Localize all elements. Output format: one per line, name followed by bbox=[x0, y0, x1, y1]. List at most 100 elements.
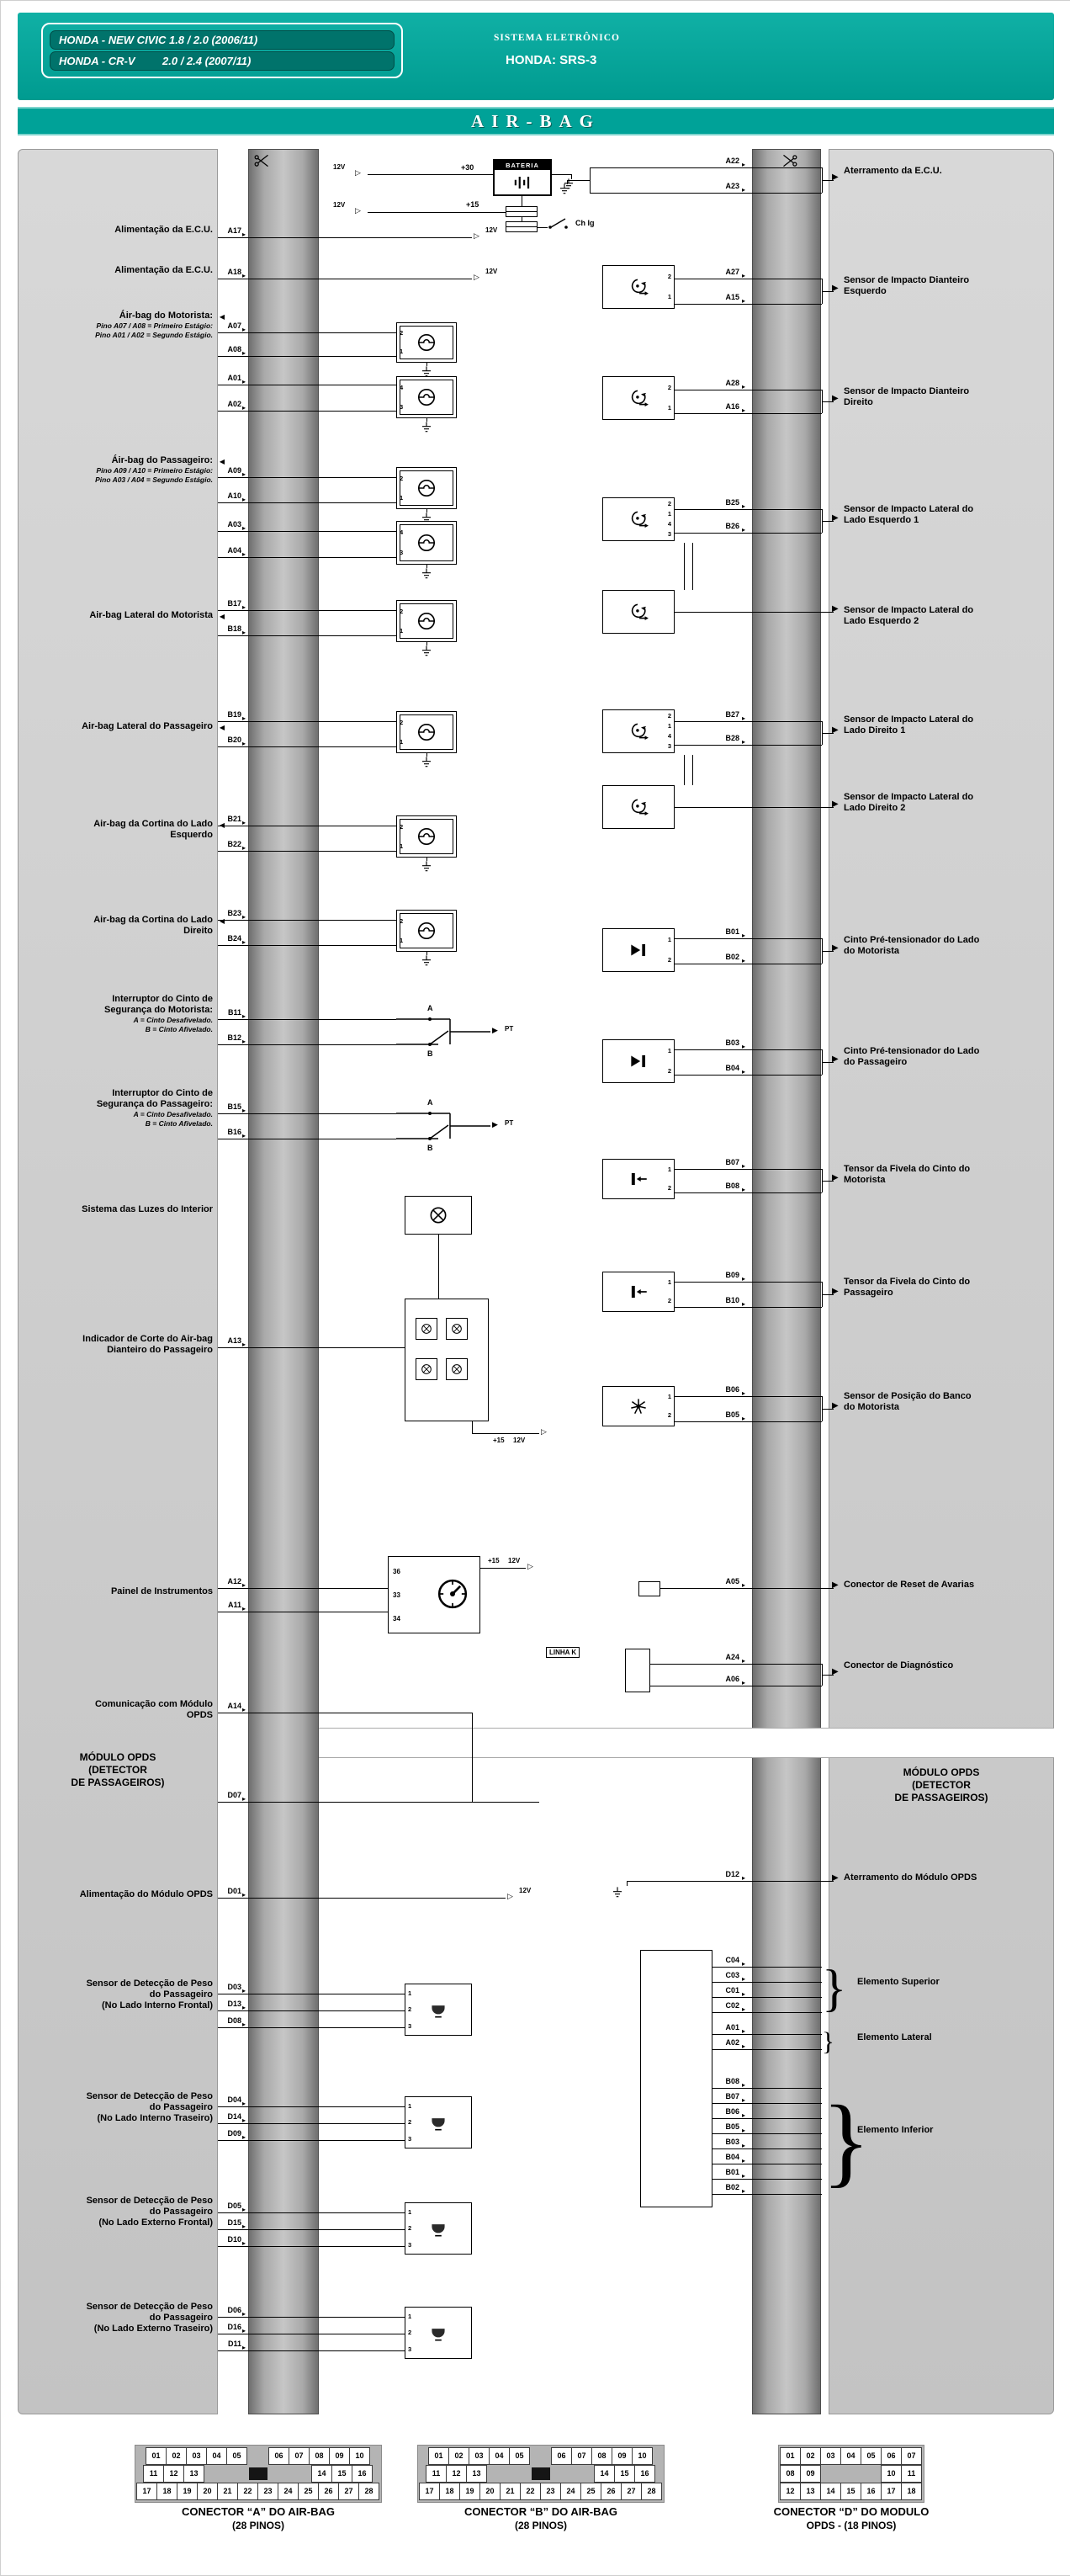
wire bbox=[822, 951, 834, 953]
pin-code: B09 bbox=[725, 1271, 739, 1279]
pin-code: D10 bbox=[227, 2235, 241, 2244]
label-line: Sistema das Luzes do Interior bbox=[82, 1204, 213, 1214]
wire bbox=[472, 1433, 539, 1435]
scissors-icon bbox=[781, 152, 798, 169]
pin-cell: 06 bbox=[551, 2447, 572, 2465]
panel-arrow-icon: ◀ bbox=[219, 917, 225, 925]
label-line: Lado Direito 1 bbox=[844, 725, 906, 736]
wire bbox=[712, 2118, 822, 2120]
wire bbox=[675, 304, 822, 305]
label-line: do Motorista bbox=[844, 1402, 899, 1412]
pin-connector-icon: ▸ bbox=[242, 496, 246, 503]
pin-code: B05 bbox=[725, 2122, 739, 2131]
pin-code: B03 bbox=[725, 2138, 739, 2146]
left-row-label: Air-bag Lateral do Motorista◀ bbox=[23, 610, 225, 621]
system-name: HONDA: SRS-3 bbox=[506, 53, 597, 67]
pin-cell: 04 bbox=[206, 2447, 227, 2465]
wire bbox=[472, 1421, 474, 1433]
label-line: Cinto Pré-tensionador do Lado bbox=[844, 935, 980, 945]
pin-cell: 10 bbox=[349, 2447, 370, 2465]
pin-code: B06 bbox=[725, 1385, 739, 1394]
label-line: Esquerdo bbox=[170, 830, 213, 840]
label-line: (DETECTOR bbox=[88, 1764, 147, 1776]
pin-connector-icon: ▸ bbox=[242, 2133, 246, 2141]
label-line: do Passageiro bbox=[149, 2102, 213, 2112]
pin-connector-icon: ▸ bbox=[742, 1068, 746, 1076]
label-line: Sensor de Impacto Lateral do bbox=[844, 605, 974, 615]
wire bbox=[627, 1881, 822, 1883]
pin-code: D03 bbox=[227, 1983, 241, 1991]
scissors-icon bbox=[253, 152, 270, 169]
wire bbox=[675, 1282, 822, 1283]
label-line: Air-bag da Cortina do Lado bbox=[93, 819, 213, 829]
wire-arrow-icon: ▷ bbox=[541, 1427, 547, 1436]
pin-code: B01 bbox=[725, 2168, 739, 2176]
squib-inner-frame bbox=[400, 524, 453, 561]
wire bbox=[567, 180, 590, 182]
label-line: do Passageiro bbox=[149, 1989, 213, 2000]
lamp-icon bbox=[405, 1197, 471, 1234]
pin-connector-icon: ▸ bbox=[742, 1975, 746, 1983]
label-line: Direito bbox=[844, 397, 873, 407]
wire bbox=[218, 2027, 405, 2029]
label-line: Sensor de Posição do Banco bbox=[844, 1391, 972, 1401]
voltage-label: 12V bbox=[485, 268, 499, 275]
wire bbox=[218, 557, 396, 559]
plus15-label: +15 bbox=[465, 200, 480, 209]
pin-cell: 10 bbox=[632, 2447, 653, 2465]
wgt-icon bbox=[405, 1984, 471, 2035]
wire bbox=[590, 193, 822, 194]
pin-connector-icon: ▸ bbox=[242, 1987, 246, 1994]
voltage-label: 12V bbox=[512, 1437, 527, 1444]
ground-icon bbox=[420, 954, 433, 968]
wire bbox=[712, 2179, 822, 2180]
pin-code: D07 bbox=[227, 1791, 241, 1799]
pin-code: B07 bbox=[725, 2092, 739, 2101]
wire bbox=[692, 755, 694, 785]
label-line: Elemento Inferior bbox=[857, 2125, 934, 2135]
pin-cell: 13 bbox=[183, 2465, 204, 2483]
pin-code: B02 bbox=[725, 2183, 739, 2191]
wire bbox=[218, 2010, 405, 2012]
pin-cell: 07 bbox=[901, 2447, 922, 2465]
label-line: Air-bag Lateral do Motorista bbox=[89, 610, 213, 620]
wire-arrow-icon: ▶ bbox=[832, 1173, 839, 1182]
ignition-label: Ch Ig bbox=[575, 219, 596, 227]
panel-arrow-icon: ◀ bbox=[220, 821, 225, 829]
label-line: Cinto Pré-tensionador do Lado bbox=[844, 1046, 980, 1056]
label-line: do Motorista bbox=[844, 946, 899, 956]
pin-connector-icon: ▸ bbox=[742, 1657, 746, 1665]
group-brace-icon: } bbox=[822, 2026, 834, 2056]
wire bbox=[218, 1588, 388, 1590]
pin-cell: 17 bbox=[419, 2483, 440, 2500]
pin-connector-icon: ▸ bbox=[242, 1341, 246, 1348]
left-row-label: Air-bag Lateral do Passageiro◀ bbox=[23, 721, 225, 732]
pin-cell: 09 bbox=[612, 2447, 633, 2465]
wire bbox=[426, 858, 428, 861]
seatbelt-switch-driver-icon bbox=[396, 1017, 490, 1046]
wire bbox=[822, 401, 834, 403]
wire bbox=[712, 2012, 822, 2014]
voltage-label: 12V bbox=[332, 163, 347, 171]
label-line: A = Cinto Desafivelado. bbox=[133, 1016, 213, 1024]
wire-arrow-icon: ▶ bbox=[832, 1667, 839, 1676]
wire-arrow-icon: ▶ bbox=[832, 513, 839, 523]
right-row-label: Conector de Diagnóstico bbox=[844, 1660, 1049, 1671]
seatbelt-switch-passenger-icon bbox=[396, 1112, 490, 1140]
pin-code: A06 bbox=[725, 1675, 739, 1683]
pin-code: D13 bbox=[227, 2000, 241, 2008]
squib-inner-frame bbox=[400, 714, 453, 750]
pin-cell: 21 bbox=[217, 2483, 238, 2500]
pin-cell: 11 bbox=[426, 2465, 447, 2483]
